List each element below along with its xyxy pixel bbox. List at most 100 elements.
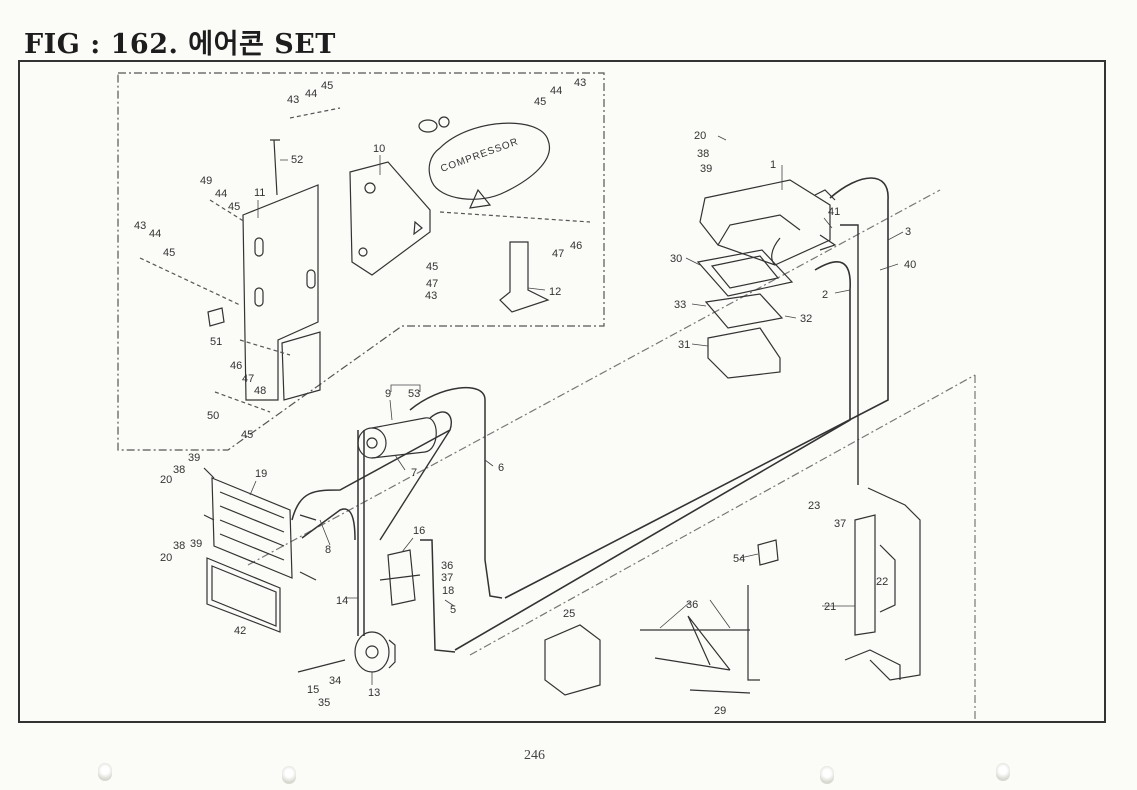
part-label: 36 [686,599,698,611]
part-29-bolt [689,689,751,694]
part-label: 37 [834,518,846,530]
part-label: 45 [228,201,240,213]
part-52-bolt [270,139,280,196]
part-31-duct [707,327,781,379]
part-label: 11 [254,187,265,199]
part-label: 9 [385,388,391,400]
part-label: 20 [694,130,706,142]
part-7-receiver [357,417,437,459]
part-label: 21 [824,601,836,613]
part-label: 54 [733,553,745,565]
part-label: 39 [700,163,712,175]
part-12-bracket [499,241,550,313]
part-42-plate [206,557,281,633]
part-label: 45 [426,261,438,273]
part-label: 30 [670,253,682,265]
condenser-part-19 [203,467,317,581]
part-label: 43 [134,220,146,232]
part-15-bolt [297,659,346,673]
binder-hole [996,763,1010,781]
part-label: 2 [822,289,828,301]
compressor: COMPRESSOR [418,116,551,209]
part-label: 37 [441,572,453,584]
part-label: 52 [291,154,303,166]
part-label: 14 [336,595,348,607]
part-30-gasket [696,249,794,297]
part-label: 45 [241,429,253,441]
part-label: 16 [413,525,425,537]
part-label: 20 [160,474,172,486]
part-label: 1 [770,159,776,171]
hose-line-6 [409,387,503,599]
diagram-frame [18,60,1106,723]
part-33-gasket [704,293,784,329]
part-11-plate [242,184,319,401]
part-label: 51 [210,336,222,348]
part-label: 33 [674,299,686,311]
part-label: 44 [149,228,161,240]
part-label: 38 [173,540,185,552]
part-label: 49 [200,175,212,187]
part-label: 34 [329,675,341,687]
part-label: 43 [287,94,299,106]
hose-line-53 [379,411,452,541]
part-label: 44 [550,85,562,97]
part-13-clutch [354,631,396,673]
part-label: 38 [173,464,185,476]
part-label: 53 [408,388,420,400]
part-label: 7 [411,467,417,479]
part-label: 22 [876,576,888,588]
part-label: 25 [563,608,575,620]
part-51-bushing [207,307,225,327]
figure-title: FIG : 162. 에어콘 SET [24,29,336,60]
part-10-bracket [349,161,431,276]
part-label: 3 [905,226,911,238]
binder-hole [820,766,834,784]
part-label: 6 [498,462,504,474]
part-label: 46 [570,240,582,252]
inset-boundary [117,72,605,451]
hose-line-8 [291,429,451,541]
part-label: 8 [325,544,331,556]
part-label: 32 [800,313,812,325]
hose-line-14 [357,430,365,636]
part-label: 50 [207,410,219,422]
part-label: 48 [254,385,266,397]
part-label: 42 [234,625,246,637]
part-label: 15 [307,684,319,696]
part-label: 40 [904,259,916,271]
part-label: 45 [163,247,175,259]
part-16-fitting [379,549,421,606]
part-label: 36 [441,560,453,572]
perspective-line [247,189,976,720]
binder-hole [282,766,296,784]
part-54-switch [757,539,779,566]
part-label: 39 [188,452,200,464]
part-36-harness [640,585,760,681]
part-label: 31 [678,339,690,351]
part-label: 47 [426,278,438,290]
part-label: 46 [230,360,242,372]
part-label: 20 [160,552,172,564]
part-label: 10 [373,143,385,155]
binder-hole [98,763,112,781]
part-label: 41 [828,206,840,218]
refrigerant-line-40 [840,224,859,485]
part-label: 5 [450,604,456,616]
part-label: 43 [574,77,586,89]
part-label: 18 [442,585,454,597]
part-label: 23 [808,500,820,512]
part-label: 45 [534,96,546,108]
compressor-text: COMPRESSOR [439,136,520,174]
part-label: 13 [368,687,380,699]
part-label: 44 [305,88,317,100]
evaporator-unit [699,179,837,266]
part-label: 39 [190,538,202,550]
part-21-22-panel [844,487,921,681]
part-label: 19 [255,468,267,480]
part-label: 38 [697,148,709,160]
refrigerant-line-3 [504,177,889,599]
part-label: 45 [321,80,333,92]
part-label: 47 [552,248,564,260]
part-label: 47 [242,373,254,385]
